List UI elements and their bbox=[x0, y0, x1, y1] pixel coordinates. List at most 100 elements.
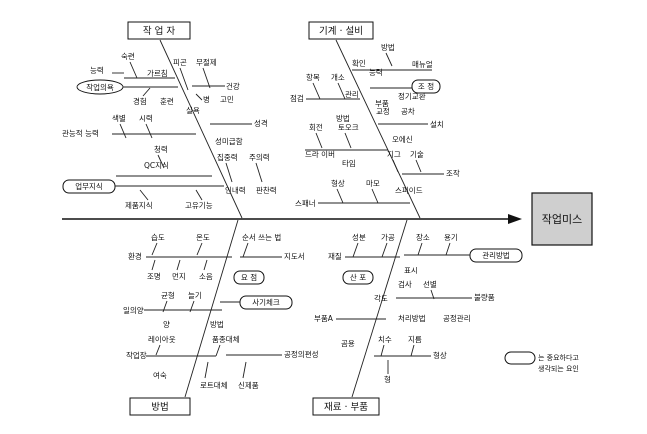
category-label-method: 방법 bbox=[151, 402, 168, 413]
factor-label: 검사 bbox=[398, 279, 412, 289]
spine-arrowhead bbox=[508, 214, 522, 224]
factor-label: 실욕 bbox=[186, 105, 200, 115]
factor-label: 부품A bbox=[314, 314, 334, 323]
sub-bone bbox=[392, 159, 399, 173]
legend-oval-sample bbox=[504, 351, 536, 365]
category-box-material bbox=[312, 397, 380, 416]
factor-label: 기술 bbox=[410, 150, 424, 159]
factor-label: 공정의편성 bbox=[284, 349, 319, 359]
factor-label: 드라 이버 bbox=[305, 149, 335, 159]
factor-label: 고유기능 bbox=[185, 201, 213, 210]
factor-label-origin: 산 포 bbox=[350, 272, 366, 282]
sub-bone bbox=[312, 82, 321, 100]
sub-bone bbox=[202, 67, 211, 89]
factor-label-mgmt-method: 관리방법 bbox=[482, 250, 510, 260]
factor-label: 토오크 bbox=[338, 123, 359, 132]
effect-label: 작업미스 bbox=[542, 213, 582, 226]
sub-bone bbox=[430, 289, 435, 300]
sub-bone bbox=[139, 189, 149, 201]
factor-label: 타임 bbox=[342, 159, 356, 168]
factor-label: 형 bbox=[384, 375, 391, 384]
sub-bone bbox=[215, 344, 221, 357]
factor-label: 무절제 bbox=[196, 58, 217, 67]
factor-label: 항목 bbox=[306, 73, 320, 82]
factor-label: 집중력 bbox=[217, 152, 238, 162]
factor-label: 건강 bbox=[226, 81, 240, 91]
highlight-oval bbox=[62, 179, 116, 194]
sub-bone bbox=[151, 259, 156, 271]
factor-label: 능력 bbox=[90, 66, 104, 75]
sub-bone bbox=[195, 189, 203, 201]
factor-label: 각도 bbox=[374, 293, 388, 303]
factor-label: 작업장 bbox=[126, 350, 147, 360]
factor-label: 회전 bbox=[309, 122, 323, 132]
sub-bone bbox=[344, 132, 352, 149]
factor-label: 색별 bbox=[112, 113, 126, 123]
sub-bone bbox=[203, 259, 208, 271]
factor-label: 형상 bbox=[331, 178, 345, 188]
sub-bone bbox=[336, 188, 344, 204]
factor-label: 지도서 bbox=[284, 252, 305, 261]
sub-bone bbox=[225, 162, 233, 183]
sub-bone bbox=[337, 82, 346, 100]
factor-label: 스피이드 bbox=[395, 185, 423, 195]
bone-material bbox=[351, 219, 408, 398]
legend-text-line1: 는 중요하다고 bbox=[538, 353, 579, 362]
factor-label: 불량품 bbox=[474, 293, 495, 302]
factor-label: 장소 bbox=[416, 232, 430, 242]
factor-label: 환경 bbox=[128, 251, 142, 261]
method-group: 습도 온도 환경 조명 먼지 소음 순서 쓰는 법 지도서 요 점 균형 늘기 … bbox=[123, 232, 319, 390]
sub-bone bbox=[145, 123, 153, 139]
factor-label: 관리 bbox=[345, 89, 359, 99]
legend: 는 중요하다고 생각되는 요인 bbox=[504, 351, 579, 373]
sub-bone bbox=[315, 132, 323, 149]
factor-label: 숙련 bbox=[121, 51, 135, 61]
sub-bone bbox=[196, 242, 203, 256]
highlight-oval bbox=[233, 270, 265, 285]
factor-label: 방법 bbox=[210, 319, 224, 329]
bone-method bbox=[184, 219, 239, 398]
sub-bone bbox=[142, 87, 151, 97]
sub-bone bbox=[371, 188, 379, 204]
category-label-worker: 작 업 자 bbox=[143, 25, 176, 37]
factor-label: 습도 bbox=[151, 233, 165, 242]
factor-label: 점검 bbox=[290, 93, 304, 103]
factor-label: 인내력 bbox=[225, 185, 246, 195]
sub-bone bbox=[352, 242, 359, 258]
category-box-method bbox=[129, 397, 191, 416]
sub-bone bbox=[385, 52, 393, 67]
factor-label: 성분 bbox=[352, 233, 366, 242]
factor-label: 개소 bbox=[331, 72, 345, 82]
sub-bone bbox=[179, 67, 189, 91]
factor-label: 시력 bbox=[139, 114, 153, 123]
material-group: 성분 가공 재질 장소 용기 관리방법 산 포 표시 검사 선별 불량품 처리방… bbox=[314, 232, 523, 384]
category-box-machine bbox=[308, 21, 374, 40]
sub-bone bbox=[417, 242, 423, 256]
machine-group: 방법 매뉴얼 확인 능력 항목 개소 점검 관리 부품 정기교환 교정 공차 조… bbox=[290, 42, 460, 208]
sub-bone bbox=[176, 259, 181, 271]
factor-label: 여숙 bbox=[153, 370, 167, 380]
factor-label: 판찬력 bbox=[256, 185, 277, 195]
sub-bone bbox=[157, 154, 165, 169]
factor-label: 청력 bbox=[154, 145, 168, 154]
worker-group: 숙련 능력 가르침 작업의욕 경험 훈련 피곤 무절제 건강 병 고민 실욕 색… bbox=[62, 51, 277, 210]
factor-label: 처리방법 bbox=[398, 313, 426, 323]
factor-label: 부품 bbox=[375, 99, 389, 108]
factor-label: 경험 bbox=[133, 96, 147, 106]
factor-label: 훈련 bbox=[160, 96, 174, 106]
sub-bone bbox=[204, 361, 209, 379]
factor-label: 용기 bbox=[444, 233, 458, 242]
sub-bone bbox=[410, 344, 415, 357]
factor-label: 능력 bbox=[369, 68, 383, 77]
factor-label: 레이아웃 bbox=[148, 334, 176, 344]
sub-bone bbox=[129, 61, 138, 79]
factor-label: 품종대체 bbox=[212, 334, 240, 344]
factor-label: 가르침 bbox=[147, 69, 168, 78]
factor-label-self-check: 사기체크 bbox=[252, 297, 280, 307]
factor-label: 매뉴얼 bbox=[412, 60, 433, 69]
sub-bone bbox=[445, 242, 451, 256]
sub-bone bbox=[242, 361, 247, 379]
sub-bone bbox=[155, 344, 161, 356]
factor-label: 성미급함 bbox=[215, 137, 243, 146]
